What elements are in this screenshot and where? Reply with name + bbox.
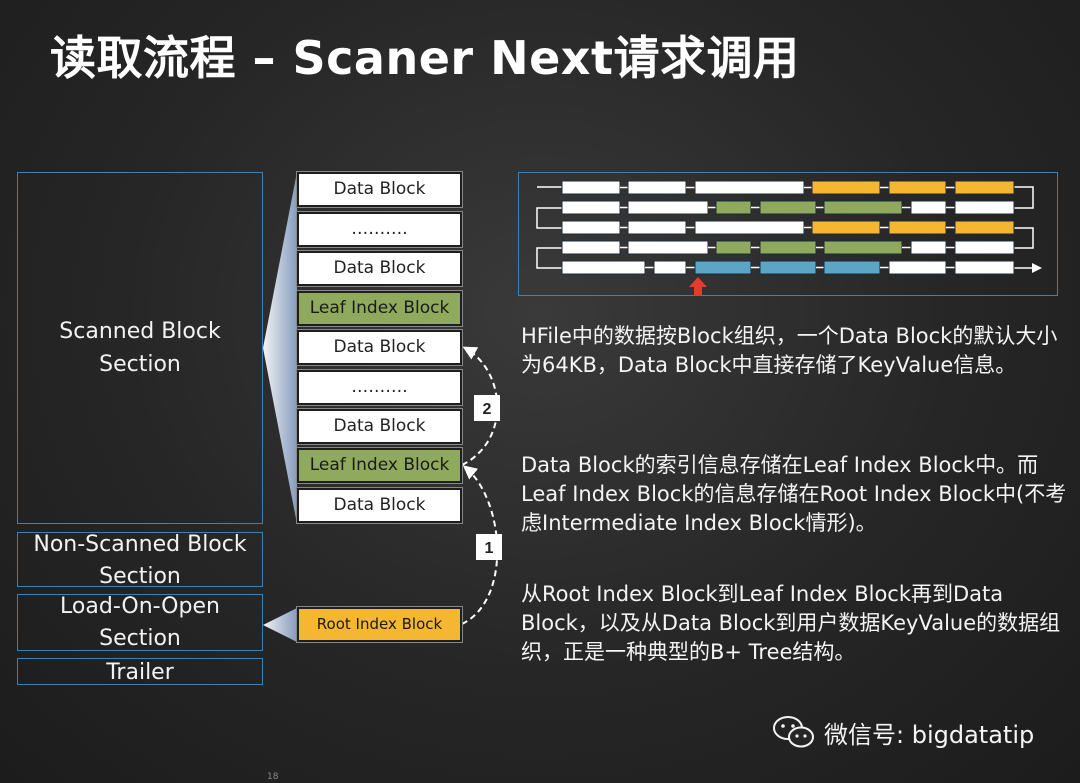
keyvalue-segment-r2-7 xyxy=(954,200,1015,215)
data-block-layout-diagram xyxy=(518,172,1058,296)
keyvalue-segment-r3-3 xyxy=(694,220,805,235)
keyvalue-segment-r1-3 xyxy=(694,180,805,195)
keyvalue-segment-r1-4 xyxy=(811,180,881,195)
description-index-blocks: Data Block的索引信息存储在Leaf Index Block中。而Lea… xyxy=(521,453,1067,535)
keyvalue-segment-r4-1 xyxy=(561,240,621,255)
keyvalue-segment-r1-6 xyxy=(954,180,1015,195)
keyvalue-segment-r4-7 xyxy=(954,240,1015,255)
keyvalue-segment-r5-2 xyxy=(653,260,687,275)
keyvalue-segment-r3-6 xyxy=(954,220,1015,235)
keyvalue-segment-r1-5 xyxy=(888,180,947,195)
trailer-section: Trailer xyxy=(17,658,263,685)
block-data-1: Data Block xyxy=(296,171,463,208)
keyvalue-segment-r5-3 xyxy=(694,260,752,275)
block-leaf-index-1: Leaf Index Block xyxy=(296,290,463,327)
block-root-index: Root Index Block xyxy=(296,606,463,643)
row-connector-5 xyxy=(536,247,562,269)
wechat-watermark: 微信号: bigdatatip xyxy=(772,714,1034,750)
load-on-open-fan-shape xyxy=(263,608,297,642)
block-data-4: Data Block xyxy=(296,408,463,445)
row-connector-3 xyxy=(536,207,562,229)
keyvalue-segment-r5-1 xyxy=(561,260,646,275)
page-number: 18 xyxy=(267,772,279,782)
block-leaf-index-2: Leaf Index Block xyxy=(296,447,463,484)
scanned-block-section: Scanned Block Section xyxy=(17,172,263,524)
trailer-section-label: Trailer xyxy=(106,660,174,685)
load-on-open-section: Load-On-Open Section xyxy=(17,594,263,651)
keyvalue-segment-r5-4 xyxy=(759,260,817,275)
keyvalue-segment-r4-5 xyxy=(823,240,903,255)
keyvalue-segment-r3-5 xyxy=(888,220,947,235)
wechat-id: 微信号: bigdatatip xyxy=(824,720,1035,749)
keyvalue-segment-r5-5 xyxy=(823,260,881,275)
block-data-3: Data Block xyxy=(296,329,463,366)
keyvalue-segment-r4-3 xyxy=(715,240,752,255)
keyvalue-segment-r2-1 xyxy=(561,200,621,215)
description-bplus-tree: 从Root Index Block到Leaf Index Block再到Data… xyxy=(521,582,1061,664)
row-connector-2 xyxy=(1014,186,1034,209)
block-data-5: Data Block xyxy=(296,487,463,524)
keyvalue-segment-r1-1 xyxy=(561,180,621,195)
keyvalue-segment-r2-4 xyxy=(759,200,817,215)
scanned-section-label: Scanned Block Section xyxy=(59,319,221,377)
keyvalue-segment-r3-1 xyxy=(561,220,621,235)
keyvalue-segment-r2-2 xyxy=(627,200,709,215)
load-on-open-section-label: Load-On-Open Section xyxy=(60,594,220,651)
block-ellipsis-1: ………. xyxy=(296,211,463,248)
scanned-fan-shape xyxy=(263,172,297,524)
keyvalue-segment-r1-2 xyxy=(627,180,687,195)
keyvalue-segment-r4-2 xyxy=(627,240,709,255)
description-hfile-blocks: HFile中的数据按Block组织，一个Data Block的默认大小为64KB… xyxy=(521,324,1058,377)
keyvalue-segment-r2-5 xyxy=(823,200,903,215)
step-badge-1: 1 xyxy=(485,540,494,557)
row-end-arrow xyxy=(1032,263,1042,273)
page-title: 读取流程 – Scaner Next请求调用 xyxy=(50,31,800,85)
keyvalue-segment-r2-3 xyxy=(715,200,752,215)
wechat-icon xyxy=(773,716,814,748)
keyvalue-segment-r3-2 xyxy=(627,220,687,235)
current-position-pointer xyxy=(689,277,707,296)
step-badge-2: 2 xyxy=(483,401,492,418)
block-data-2: Data Block xyxy=(296,250,463,287)
step-badge-2-box xyxy=(474,395,500,421)
keyvalue-segment-r5-6 xyxy=(888,260,947,275)
keyvalue-segment-r5-7 xyxy=(954,260,1015,275)
keyvalue-segment-r4-6 xyxy=(910,240,947,255)
keyvalue-segment-r4-4 xyxy=(759,240,817,255)
keyvalue-segment-r3-4 xyxy=(811,220,881,235)
row-connector-4 xyxy=(1014,227,1034,249)
non-scanned-block-section: Non-Scanned Block Section xyxy=(17,532,263,589)
keyvalue-segment-r2-6 xyxy=(910,200,947,215)
non-scanned-section-label: Non-Scanned Block Section xyxy=(33,532,247,589)
step-badge-1-box xyxy=(476,534,502,560)
block-ellipsis-2: ………. xyxy=(296,369,463,406)
